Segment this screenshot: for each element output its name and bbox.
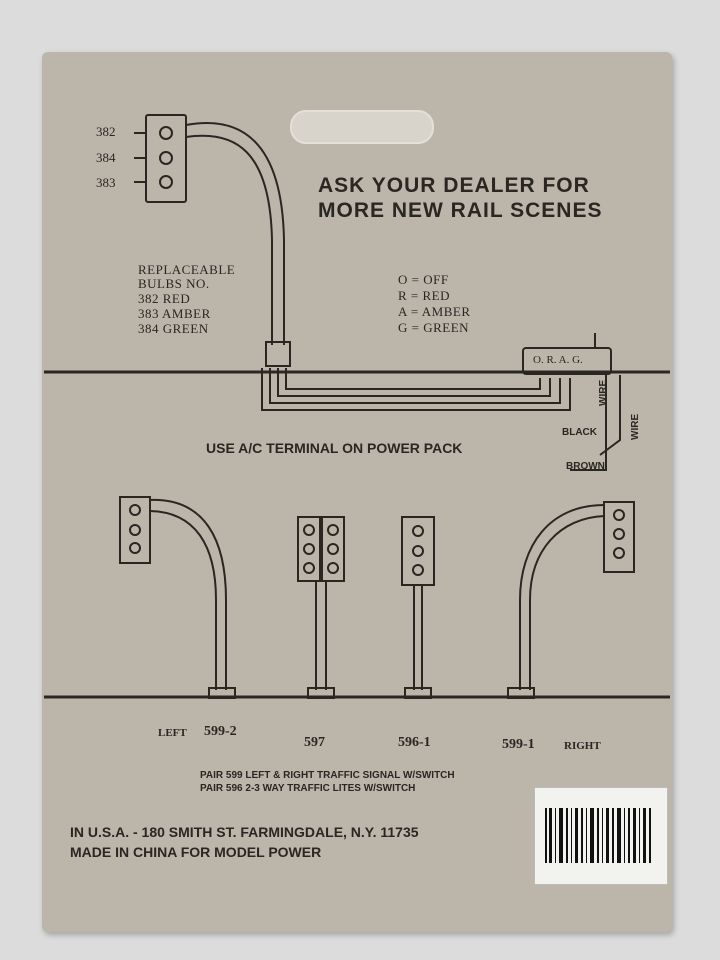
- wire-label-black: BLACK: [562, 427, 597, 438]
- switch-box: [522, 347, 612, 375]
- signal-596-1-head: [401, 516, 435, 586]
- model-596-1-label: 596-1: [398, 735, 431, 750]
- bulbs-note-line: BULBS NO.: [138, 276, 210, 291]
- wire-label-brown: BROWN: [566, 461, 605, 472]
- headline-line-1: ASK YOUR DEALER FOR: [318, 174, 590, 197]
- signal-597-head-right: [321, 516, 345, 582]
- legend-red: R = RED: [398, 288, 451, 303]
- legend-amber: A = AMBER: [398, 304, 471, 319]
- bulbs-note-line: 384 GREEN: [138, 321, 209, 336]
- left-label: LEFT: [158, 727, 187, 739]
- signal-599-1-pole: [519, 504, 605, 690]
- bulb-number-383: 383: [96, 175, 116, 190]
- wire-label-wire-1: WIRE: [598, 379, 609, 406]
- top-pole-base: [265, 341, 291, 367]
- pair-line-596: PAIR 596 2-3 WAY TRAFFIC LITES W/SWITCH: [200, 783, 416, 794]
- footer-address: IN U.S.A. - 180 SMITH ST. FARMINGDALE, N…: [70, 824, 419, 840]
- bulb-number-384: 384: [96, 150, 116, 165]
- signal-599-1-head: [603, 501, 635, 573]
- model-599-2-label: 599-2: [204, 724, 237, 739]
- signal-599-2-pole: [149, 498, 227, 690]
- top-bulb-3: [159, 175, 173, 189]
- bulbs-note-line: 383 AMBER: [138, 306, 211, 321]
- model-597-label: 597: [304, 735, 325, 750]
- footer-made-in: MADE IN CHINA FOR MODEL POWER: [70, 844, 322, 860]
- barcode-sticker: [534, 787, 668, 885]
- legend-off: O = OFF: [398, 272, 449, 287]
- instruction-text: USE A/C TERMINAL ON POWER PACK: [206, 440, 463, 456]
- hang-hole: [290, 110, 434, 144]
- wire-bundle: [261, 368, 571, 411]
- headline-line-2: MORE NEW RAIL SCENES: [318, 199, 603, 222]
- top-bulb-2: [159, 151, 173, 165]
- bulbs-note-line: 382 RED: [138, 291, 191, 306]
- bulbs-note-line: REPLACEABLE: [138, 262, 236, 277]
- bulb-number-382: 382: [96, 124, 116, 139]
- right-label: RIGHT: [564, 740, 601, 752]
- wire-label-wire-2: WIRE: [630, 413, 641, 440]
- model-599-1-label: 599-1: [502, 737, 535, 752]
- switch-box-label: O. R. A. G.: [533, 354, 583, 366]
- top-bulb-1: [159, 126, 173, 140]
- top-signal-pole: [185, 121, 285, 345]
- barcode-icon: [545, 808, 651, 863]
- signal-597-head-left: [297, 516, 321, 582]
- signal-599-2-head: [119, 496, 151, 564]
- legend-green: G = GREEN: [398, 320, 470, 335]
- pair-line-599: PAIR 599 LEFT & RIGHT TRAFFIC SIGNAL W/S…: [200, 770, 455, 781]
